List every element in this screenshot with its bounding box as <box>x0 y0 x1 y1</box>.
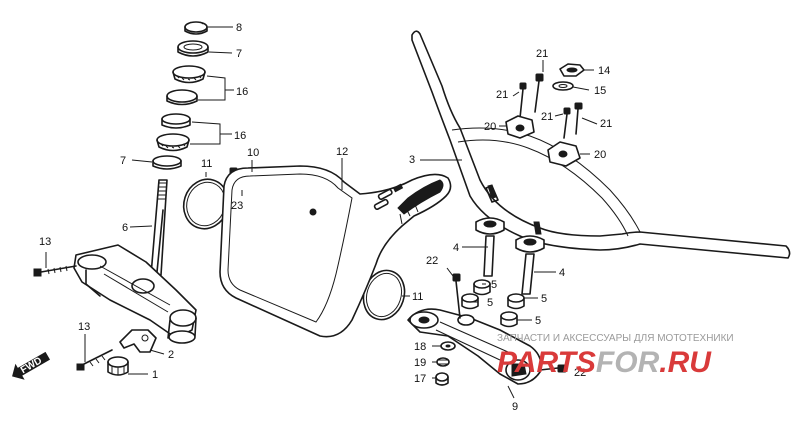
part-oring-right-inner <box>365 272 403 318</box>
part-bolt-22-lower <box>539 364 567 373</box>
label-6: 6 <box>122 222 128 234</box>
part-top-nut <box>184 21 208 35</box>
part-nut-17 <box>435 372 449 386</box>
label-15: 15 <box>594 85 606 97</box>
part-bearing-upper <box>166 65 206 106</box>
part-bolt-13-upper <box>33 265 77 277</box>
label-21-b: 21 <box>496 89 508 101</box>
label-12: 12 <box>336 146 348 158</box>
watermark: ЗАПЧАСТИ И АКСЕССУАРЫ ДЛЯ МОТОТЕХНИКИ PA… <box>497 333 734 379</box>
label-11-left: 11 <box>201 158 212 170</box>
label-14: 14 <box>598 65 610 77</box>
fwd-label: FWD <box>19 355 44 376</box>
label-5-b: 5 <box>487 297 493 309</box>
label-22-lower: 22 <box>574 367 586 379</box>
label-8: 8 <box>236 22 242 34</box>
part-bushing-5-b <box>461 293 479 310</box>
label-18: 18 <box>414 341 426 353</box>
part-nut-14 <box>559 63 585 77</box>
label-3: 3 <box>409 154 415 166</box>
label-21-a: 21 <box>536 48 548 60</box>
label-16-lower: 16 <box>234 130 246 142</box>
watermark-brand-grey: FOR <box>596 346 660 379</box>
label-22-upper: 22 <box>426 255 438 267</box>
label-5-c: 5 <box>541 293 547 305</box>
label-7-top: 7 <box>236 48 242 60</box>
part-bushing-5-d <box>500 311 518 328</box>
label-21-c: 21 <box>541 111 553 123</box>
label-1: 1 <box>152 369 158 381</box>
part-bearing-lower <box>156 113 191 152</box>
part-cone-race-top <box>177 40 209 57</box>
watermark-brand-red: PARTS <box>497 346 596 379</box>
label-2: 2 <box>168 349 174 361</box>
part-washer-19 <box>436 357 450 367</box>
part-cap <box>107 356 129 376</box>
part-bolt-22-upper <box>452 273 461 319</box>
steering-stem-group <box>33 21 209 376</box>
label-11-right: 11 <box>412 291 423 303</box>
leader-lines <box>45 26 598 399</box>
label-21-d: 21 <box>600 118 612 130</box>
label-13-lower: 13 <box>78 321 90 333</box>
part-number-labels: 8 7 16 16 7 6 13 13 1 2 11 10 23 12 3 11… <box>39 22 612 413</box>
label-4-right: 4 <box>559 267 565 279</box>
part-bolt-13-lower <box>76 349 113 371</box>
watermark-brand-tld: .RU <box>659 346 712 379</box>
label-9: 9 <box>512 401 518 413</box>
label-16-upper: 16 <box>236 86 248 98</box>
part-bolt-21-b <box>519 82 527 119</box>
part-bottom-bridge <box>73 244 197 344</box>
part-bushing-5-c <box>507 293 525 310</box>
part-steering-stem <box>150 179 168 276</box>
watermark-caption: ЗАПЧАСТИ И АКСЕССУАРЫ ДЛЯ МОТОТЕХНИКИ <box>497 333 734 344</box>
label-17: 17 <box>414 373 426 385</box>
label-19: 19 <box>414 357 426 369</box>
part-top-bridge <box>407 308 542 385</box>
part-holder-4-left <box>475 217 505 277</box>
label-10: 10 <box>247 147 259 159</box>
label-5-d: 5 <box>535 315 541 327</box>
part-bushing-5-a <box>473 279 491 296</box>
part-number-plate <box>219 165 452 338</box>
label-7-bottom: 7 <box>120 155 126 167</box>
part-holder-20-bottom <box>547 141 581 167</box>
part-washer-18 <box>440 341 456 351</box>
part-holder-4-right <box>515 235 545 295</box>
part-holder-20-top <box>505 115 535 139</box>
fwd-arrow: FWD <box>12 351 51 380</box>
part-bolt-21-d <box>563 107 571 139</box>
label-20-top: 20 <box>484 121 496 133</box>
part-cable-guide <box>119 329 157 353</box>
part-bolt-21-c <box>574 102 583 135</box>
label-20-bottom: 20 <box>594 149 606 161</box>
watermark-brand: PARTSFOR.RU <box>497 346 712 379</box>
part-cone-race-bottom <box>152 155 182 170</box>
label-5-a: 5 <box>491 279 497 291</box>
label-23: 23 <box>231 200 243 212</box>
part-bolt-21-a <box>534 73 544 113</box>
label-4-left: 4 <box>453 242 459 254</box>
label-13-upper: 13 <box>39 236 51 248</box>
part-washer-15 <box>552 81 574 91</box>
